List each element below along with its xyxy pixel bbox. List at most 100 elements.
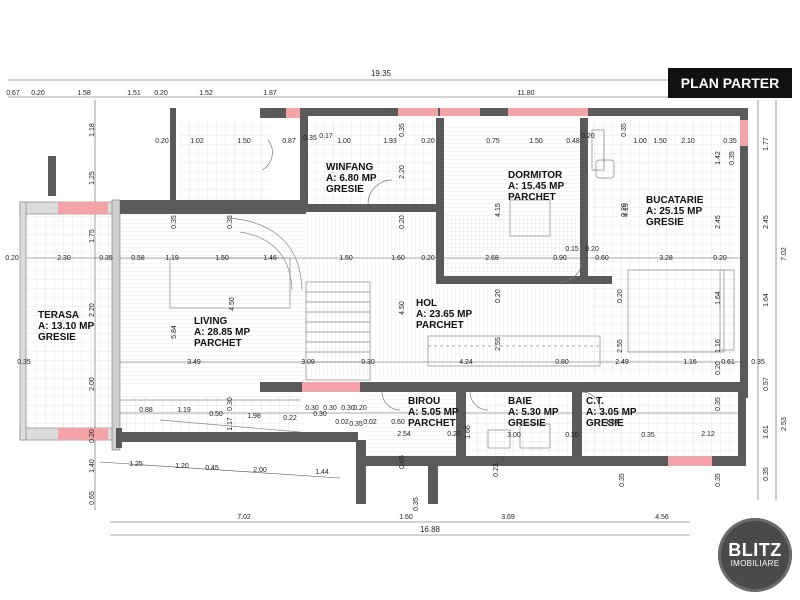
dimension-label: 3.49 <box>187 359 201 366</box>
fixtures <box>120 129 735 449</box>
dimension-label: 0.30 <box>305 405 319 412</box>
bucatarie-floor <box>590 120 738 376</box>
dimension-label: 2.20 <box>399 165 406 179</box>
dimension-label: 0.20 <box>585 246 599 253</box>
dimension-label: 0.20 <box>617 289 624 303</box>
dimension-label: 3.69 <box>501 514 515 521</box>
door-swings <box>261 139 601 411</box>
dimension-label: 0.35 <box>619 473 626 487</box>
dimension-label: 0.20 <box>713 255 727 262</box>
dimension-label: 1.60 <box>391 255 405 262</box>
dimension-label: 1.20 <box>175 463 189 470</box>
dimension-label: 4.56 <box>655 514 669 521</box>
dimension-label: 0.45 <box>205 465 219 472</box>
dimension-label: 4.15 <box>623 203 630 217</box>
dimension-label: 0.20 <box>621 203 628 217</box>
dimension-label: 1.87 <box>263 90 277 97</box>
dimension-label: 2.45 <box>715 215 722 229</box>
dimension-label: 1.19 <box>177 407 191 414</box>
dimension-label: 0.17 <box>319 133 333 140</box>
dimension-label: 0.87 <box>282 138 296 145</box>
dimension-label: 0.02 <box>335 419 349 426</box>
dimension-label: 0.20 <box>5 255 19 262</box>
dimension-label: 1.61 <box>763 425 770 439</box>
dimension-label: 0.30 <box>227 397 234 411</box>
floor-areas <box>22 118 740 456</box>
dimension-label: 1.84 <box>605 419 619 426</box>
dimension-label: 0.30 <box>323 405 337 412</box>
dimension-label: 1.17 <box>227 417 234 431</box>
dimension-label: 2.10 <box>681 138 695 145</box>
winfang-floor <box>306 118 436 204</box>
dimension-label: 2.53 <box>781 417 788 431</box>
dimension-label: 1.64 <box>763 293 770 307</box>
window-openings <box>58 108 748 466</box>
dimension-label: 1.40 <box>89 459 96 473</box>
dimension-label: 0.65 <box>399 455 406 469</box>
dimension-label: 0.20 <box>565 432 579 439</box>
dimension-label: 1.18 <box>89 123 96 137</box>
ct-floor <box>580 394 740 456</box>
dimension-label: 1.60 <box>399 514 413 521</box>
dimension-label: 0.20 <box>399 215 406 229</box>
dimension-label: 5.84 <box>171 325 178 339</box>
spiral-stair-arc <box>229 217 303 291</box>
dimension-label: 1.42 <box>715 151 722 165</box>
hol-floor <box>306 212 590 380</box>
dimension-label: 0.23 <box>493 463 500 477</box>
dimension-label: 1.75 <box>89 229 96 243</box>
dimension-label: 0.60 <box>391 419 405 426</box>
dimension-label: 7.02 <box>237 514 251 521</box>
sofa <box>169 257 291 309</box>
dimension-label: 0.35 <box>763 467 770 481</box>
dimension-label: 0.35 <box>17 359 31 366</box>
dimension-label: 19.35 <box>371 69 392 78</box>
dimension-label: 0.48 <box>566 138 580 145</box>
dimension-label: 1.64 <box>715 291 722 305</box>
dimension-label: 1.66 <box>465 425 472 439</box>
living-lower-floor <box>118 396 304 434</box>
dimension-label: 0.35 <box>641 432 655 439</box>
birou-floor <box>366 394 462 456</box>
dimension-label: 0.30 <box>341 405 355 412</box>
dimension-label: 0.02 <box>363 419 377 426</box>
dimension-label: 2.45 <box>763 215 770 229</box>
bed <box>509 199 551 237</box>
dimension-label: 0.30 <box>361 359 375 366</box>
dimension-label: 4.50 <box>229 297 236 311</box>
dimension-label: 0.20 <box>31 90 45 97</box>
dimension-label: 1.25 <box>89 171 96 185</box>
dimension-label: 2.49 <box>615 359 629 366</box>
dimension-label: 1.58 <box>77 90 91 97</box>
dimension-label: 1.77 <box>763 137 770 151</box>
dimension-label: 0.61 <box>721 359 735 366</box>
baie-floor <box>468 394 574 456</box>
dimension-label: 4.24 <box>459 359 473 366</box>
dimension-label: 2.55 <box>495 337 502 351</box>
dimension-label: 7.02 <box>781 247 788 261</box>
dimension-label: 1.16 <box>683 359 697 366</box>
dimension-label: 2.00 <box>253 467 267 474</box>
dimension-label: 0.35 <box>99 255 113 262</box>
dimension-label: 1.50 <box>215 255 229 262</box>
dimension-label: 2.30 <box>57 255 71 262</box>
dimension-label: 0.35 <box>303 135 317 142</box>
dimension-label: 0.67 <box>6 90 20 97</box>
plan-title: PLAN PARTER <box>668 68 792 98</box>
dimension-label: 0.57 <box>763 377 770 391</box>
dimension-label: 1.16 <box>715 339 722 353</box>
dimension-label: 16.88 <box>420 525 441 534</box>
dimension-label: 0.15 <box>565 246 579 253</box>
dimension-label: 1.93 <box>383 138 397 145</box>
dimension-label: 1.44 <box>315 469 329 476</box>
dimension-label: 1.51 <box>127 90 141 97</box>
dimension-label: 2.68 <box>485 255 499 262</box>
dimension-label: 0.20 <box>447 431 461 438</box>
